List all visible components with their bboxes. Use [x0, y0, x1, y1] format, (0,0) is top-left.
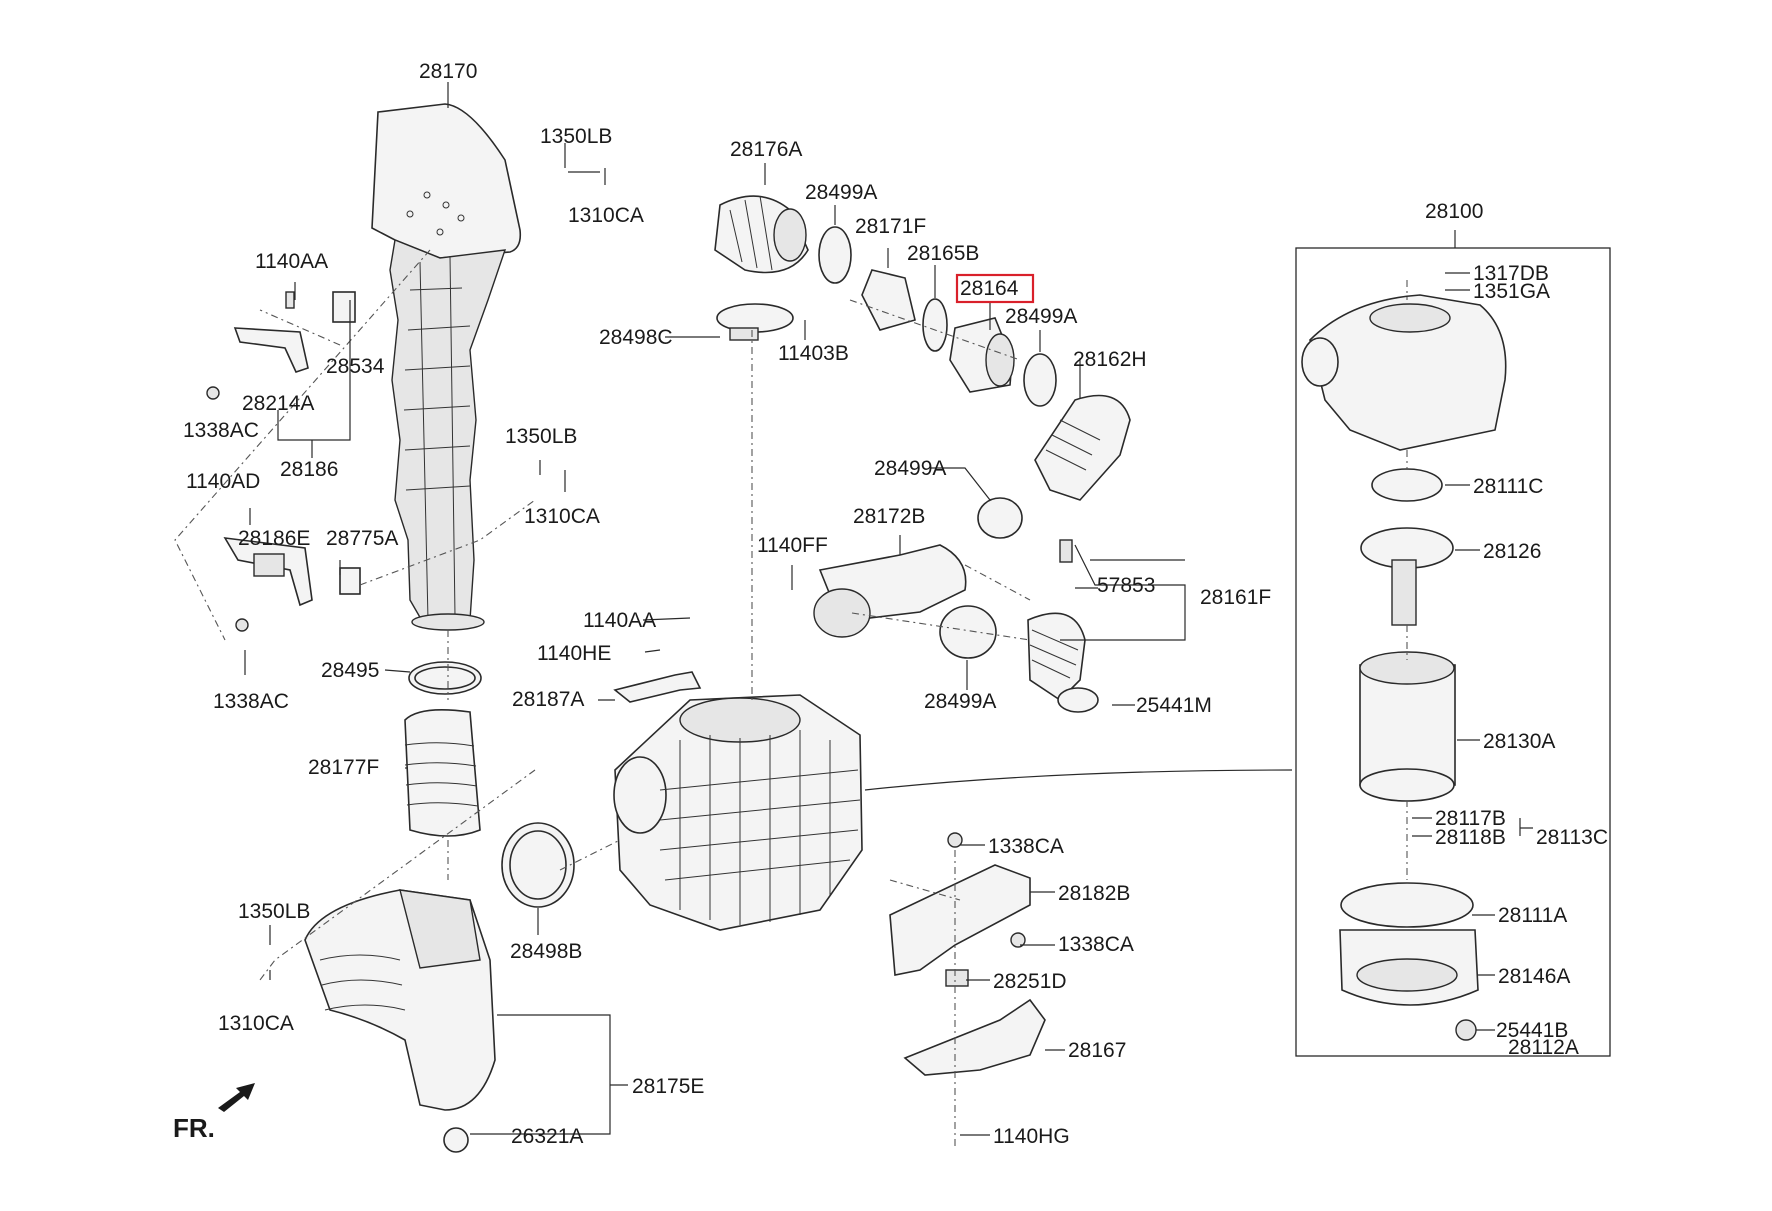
airflow-sensor-28164-drawing — [949, 317, 1015, 393]
label-26321a[interactable]: 26321A — [511, 1125, 583, 1148]
label-57853[interactable]: 57853 — [1097, 574, 1155, 597]
highlight-box — [955, 273, 1035, 304]
label-1351ga[interactable]: 1351GA — [1473, 280, 1550, 303]
label-1140aa-a[interactable]: 1140AA — [255, 250, 328, 273]
duct-28172b-drawing — [813, 544, 967, 638]
label-1338ac-a[interactable]: 1338AC — [183, 419, 259, 442]
label-28499a-c[interactable]: 28499A — [874, 457, 946, 480]
label-25441m[interactable]: 25441M — [1136, 694, 1212, 717]
label-1140ff[interactable]: 1140FF — [757, 534, 828, 557]
label-28534[interactable]: 28534 — [326, 355, 385, 378]
clamp-28498c-drawing — [716, 303, 794, 341]
label-28118b[interactable]: 28118B — [1435, 826, 1506, 849]
label-28165b[interactable]: 28165B — [907, 242, 979, 265]
clamp-28495-drawing — [408, 661, 482, 695]
clamp-28499a-low-drawing — [939, 605, 997, 659]
resonator-28175e-drawing — [304, 889, 496, 1153]
label-28170[interactable]: 28170 — [419, 60, 477, 83]
label-28126[interactable]: 28126 — [1483, 540, 1541, 563]
bracket-28187a-drawing — [613, 671, 702, 703]
label-1140aa-b[interactable]: 1140AA — [583, 609, 656, 632]
label-28177f[interactable]: 28177F — [308, 756, 379, 779]
label-28117b[interactable]: 28117B — [1435, 807, 1506, 830]
label-11403b[interactable]: 11403B — [778, 342, 849, 365]
label-1310ca-a[interactable]: 1310CA — [568, 204, 644, 227]
hose-28177f-drawing — [404, 708, 481, 837]
leader-lines — [244, 82, 1533, 1136]
label-28775a[interactable]: 28775A — [326, 527, 398, 550]
label-28499a-b[interactable]: 28499A — [1005, 305, 1077, 328]
bracket-28167-drawing — [903, 998, 1046, 1076]
duct-28176a-drawing — [714, 195, 809, 274]
clamp-28499a-top-drawing — [818, 226, 852, 284]
label-1310ca-b[interactable]: 1310CA — [524, 505, 600, 528]
clamp-28499a-mid-drawing — [977, 497, 1023, 539]
hose-28162h-drawing — [1034, 394, 1131, 501]
label-28214a[interactable]: 28214A — [242, 392, 314, 415]
label-28171f[interactable]: 28171F — [855, 215, 926, 238]
label-28499a-d[interactable]: 28499A — [924, 690, 996, 713]
label-28130a[interactable]: 28130A — [1483, 730, 1555, 753]
label-1350lb-a[interactable]: 1350LB — [540, 125, 612, 148]
label-28182b[interactable]: 28182B — [1058, 882, 1130, 905]
label-1338ca-b[interactable]: 1338CA — [1058, 933, 1134, 956]
clamp-28499a-right-drawing — [1023, 353, 1057, 407]
label-28495[interactable]: 28495 — [321, 659, 379, 682]
label-1310ca-c[interactable]: 1310CA — [218, 1012, 294, 1035]
part-labels: 28170 1350LB 1310CA 1140AA 28534 28214A … — [173, 60, 1608, 1148]
intake-duct-28170-drawing — [371, 103, 522, 631]
label-1338ac-b[interactable]: 1338AC — [213, 690, 289, 713]
label-28499a-a[interactable]: 28499A — [805, 181, 877, 204]
label-1140he[interactable]: 1140HE — [537, 642, 611, 665]
label-28161f[interactable]: 28161F — [1200, 586, 1271, 609]
label-28186e[interactable]: 28186E — [238, 527, 310, 550]
label-28112a[interactable]: 28112A — [1508, 1036, 1579, 1059]
label-28146a[interactable]: 28146A — [1498, 965, 1570, 988]
label-1350lb-c[interactable]: 1350LB — [238, 900, 310, 923]
label-28164[interactable]: 28164 — [960, 277, 1019, 300]
bracket-28186e-drawing — [223, 537, 361, 632]
label-1140ad[interactable]: 1140AD — [186, 470, 260, 493]
adapter-28171f-drawing — [861, 269, 916, 331]
label-28113c[interactable]: 28113C — [1536, 826, 1608, 849]
label-28162h[interactable]: 28162H — [1073, 348, 1147, 371]
label-28100[interactable]: 28100 — [1425, 200, 1483, 223]
clamp-28498b-drawing — [501, 822, 575, 908]
boot-28161f-drawing — [1027, 539, 1086, 702]
label-28172b[interactable]: 28172B — [853, 505, 925, 528]
air-cleaner-housing-drawing — [613, 694, 863, 931]
exploded-box-28100 — [1295, 247, 1611, 1057]
bracket-28182b-drawing — [889, 832, 1031, 987]
label-28498b[interactable]: 28498B — [510, 940, 582, 963]
clamp-25441m-drawing — [1057, 687, 1099, 713]
center-lines — [174, 249, 1408, 1150]
label-28498c[interactable]: 28498C — [599, 326, 673, 349]
front-orientation-label: FR. — [173, 1113, 215, 1143]
label-1140hg[interactable]: 1140HG — [993, 1125, 1070, 1148]
label-1338ca-a[interactable]: 1338CA — [988, 835, 1064, 858]
label-1350lb-b[interactable]: 1350LB — [505, 425, 577, 448]
label-28167[interactable]: 28167 — [1068, 1039, 1126, 1062]
label-1317db[interactable]: 1317DB — [1473, 262, 1549, 285]
label-25441b[interactable]: 25441B — [1496, 1019, 1568, 1042]
label-28187a[interactable]: 28187A — [512, 688, 584, 711]
label-28251d[interactable]: 28251D — [993, 970, 1067, 993]
label-28186[interactable]: 28186 — [280, 458, 338, 481]
gasket-28165b-drawing — [922, 298, 948, 352]
front-arrow-icon — [218, 1083, 255, 1112]
label-28175e[interactable]: 28175E — [632, 1075, 704, 1098]
label-28111a[interactable]: 28111A — [1498, 904, 1567, 927]
label-28111c[interactable]: 28111C — [1473, 475, 1543, 498]
bracket-28214a-drawing — [206, 291, 356, 400]
label-28176a[interactable]: 28176A — [730, 138, 802, 161]
